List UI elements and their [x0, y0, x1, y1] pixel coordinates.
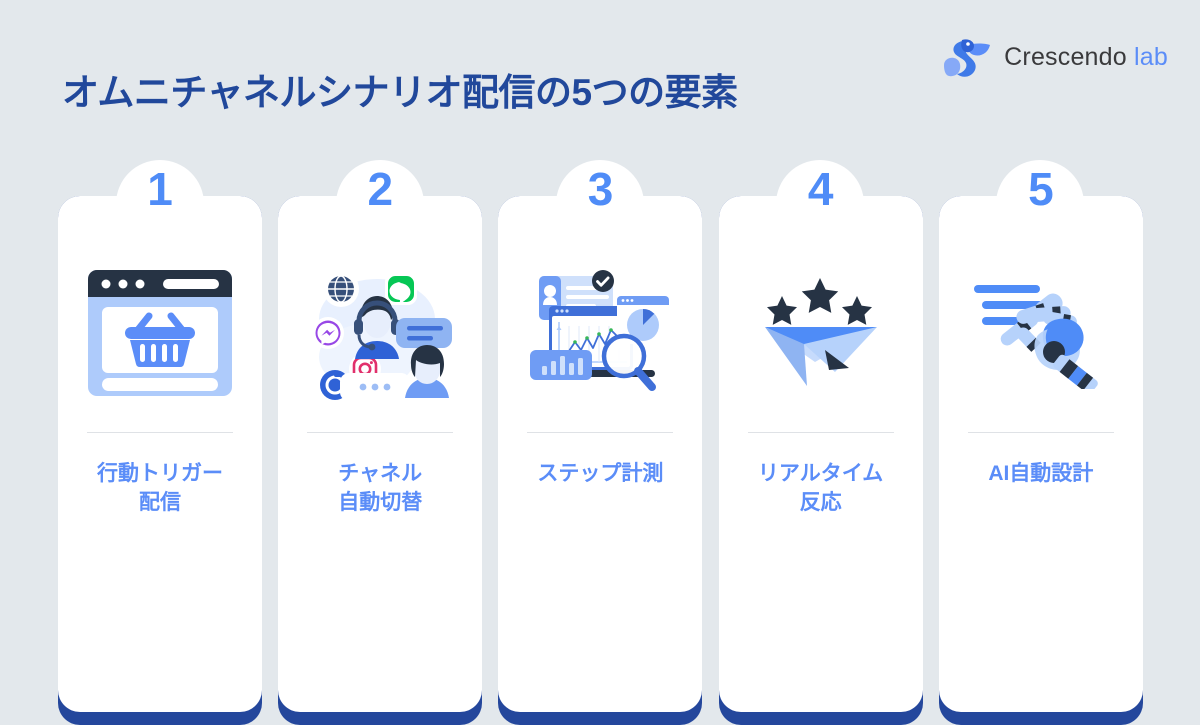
analytics-dashboard-icon — [525, 258, 675, 408]
card-number: 1 — [147, 163, 173, 215]
card-body: リアルタイム 反応 — [718, 196, 923, 712]
card-divider — [527, 432, 674, 433]
card-number: 5 — [1028, 163, 1054, 215]
card-label: チャネル 自動切替 — [338, 462, 423, 514]
card-number: 4 — [807, 163, 834, 215]
card-divider — [967, 432, 1114, 433]
feature-card-list: 1 — [58, 160, 1143, 725]
omnichannel-agent-icon — [305, 258, 455, 408]
feature-card-2[interactable]: 2 — [278, 160, 483, 725]
feature-card-5[interactable]: 5 — [938, 160, 1143, 725]
brand-suffix: lab — [1134, 42, 1168, 71]
pelican-logo-icon — [941, 34, 991, 80]
card-label: AI自動設計 — [988, 462, 1094, 485]
card-label: 行動トリガー 配信 — [97, 462, 223, 514]
feature-card-4[interactable]: 4 — [718, 160, 923, 725]
feature-card-3[interactable]: 3 — [498, 160, 703, 725]
card-number: 3 — [587, 163, 614, 215]
browser-shopping-basket-icon — [85, 258, 235, 408]
card-divider — [307, 432, 454, 433]
card-body: 行動トリガー 配信 — [58, 196, 262, 712]
header: オムニチャネルシナリオ配信の5つの要素 Crescendo lab — [0, 0, 1200, 140]
card-label: ステップ計測 — [537, 462, 664, 485]
page-title: オムニチャネルシナリオ配信の5つの要素 — [62, 72, 738, 113]
brand-logo: Crescendo lab — [941, 34, 1168, 80]
card-label: リアルタイム 反応 — [757, 462, 884, 514]
card-divider — [87, 432, 233, 433]
brand-wordmark: Crescendo lab — [1004, 43, 1168, 72]
paper-plane-stars-icon — [746, 258, 896, 408]
card-divider — [747, 432, 894, 433]
card-body: ステップ計測 — [498, 196, 703, 712]
feature-card-1[interactable]: 1 — [58, 160, 262, 725]
card-body: AI自動設計 — [938, 196, 1143, 712]
robot-hand-icon — [966, 258, 1116, 408]
brand-name: Crescendo — [1004, 42, 1127, 71]
card-number: 2 — [367, 163, 394, 215]
card-body: チャネル 自動切替 — [278, 196, 483, 712]
